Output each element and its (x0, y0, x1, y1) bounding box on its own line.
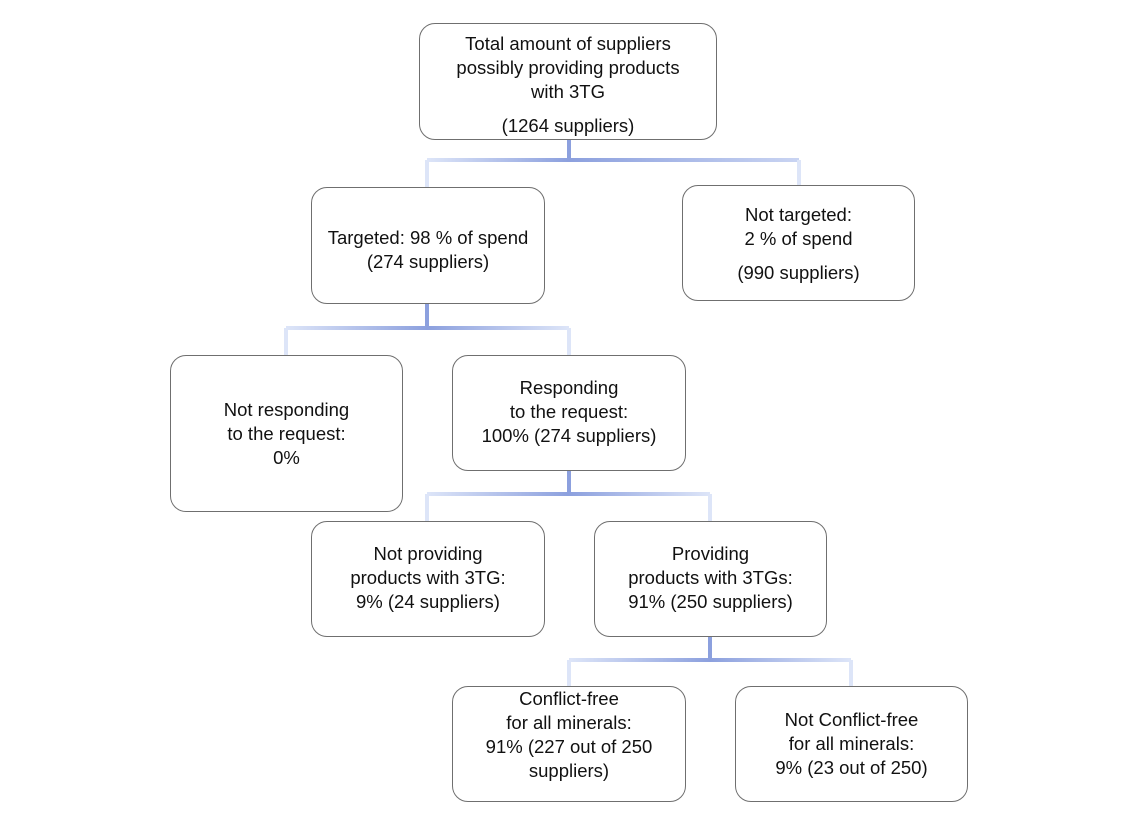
connector-providing (567, 637, 853, 686)
connector-targeted (284, 304, 571, 355)
responding-value: 100% (274 suppliers) (481, 425, 657, 446)
targeted-line-1: Targeted: 98 % of spend (327, 227, 529, 248)
not-providing-line-2: products with 3TG: (350, 567, 506, 588)
not-targeted-line-1: Not targeted: (745, 204, 852, 225)
total-suppliers-line-2: possibly providing products (456, 57, 680, 78)
connector-total (425, 140, 801, 187)
providing-value: 91% (250 suppliers) (628, 591, 793, 612)
not-providing-line-1: Not providing (373, 543, 483, 564)
not-providing-box: Not providing products with 3TG: 9% (24 … (311, 521, 545, 637)
connector-responding (425, 471, 712, 521)
not-targeted-count: (990 suppliers) (737, 262, 860, 283)
conflict-free-line-2: for all minerals: (506, 712, 632, 733)
responding-line-2: to the request: (509, 401, 629, 422)
not-responding-line-2: to the request: (227, 423, 346, 444)
targeted-box: Targeted: 98 % of spend (274 suppliers) (311, 187, 545, 304)
total-suppliers-line-3: with 3TG (530, 81, 606, 102)
not-targeted-line-2: 2 % of spend (744, 228, 853, 249)
providing-line-2: products with 3TGs: (628, 567, 793, 588)
conflict-free-box: Conflict-free for all minerals: 91% (227… (452, 686, 686, 802)
targeted-count: (274 suppliers) (366, 251, 490, 272)
providing-box: Providing products with 3TGs: 91% (250 s… (594, 521, 827, 637)
conflict-free-value: 91% (227 out of 250 (485, 736, 653, 757)
total-suppliers-box: Total amount of suppliers possibly provi… (419, 23, 717, 140)
not-conflict-free-line-1: Not Conflict-free (784, 709, 919, 730)
not-conflict-free-box: Not Conflict-free for all minerals: 9% (… (735, 686, 968, 802)
not-responding-value: 0% (273, 447, 300, 468)
not-providing-value: 9% (24 suppliers) (356, 591, 500, 612)
conflict-free-line-1: Conflict-free (519, 688, 619, 709)
not-conflict-free-value: 9% (23 out of 250) (775, 757, 928, 778)
total-suppliers-count: (1264 suppliers) (501, 115, 635, 136)
not-conflict-free-line-2: for all minerals: (788, 733, 915, 754)
not-responding-box: Not responding to the request: 0% (170, 355, 403, 512)
not-targeted-box: Not targeted: 2 % of spend (990 supplier… (682, 185, 915, 301)
conflict-free-line-4: suppliers) (528, 760, 610, 781)
responding-box: Responding to the request: 100% (274 sup… (452, 355, 686, 471)
responding-line-1: Responding (519, 377, 619, 398)
not-responding-line-1: Not responding (223, 399, 350, 420)
providing-line-1: Providing (671, 543, 750, 564)
total-suppliers-line-1: Total amount of suppliers (465, 33, 671, 54)
